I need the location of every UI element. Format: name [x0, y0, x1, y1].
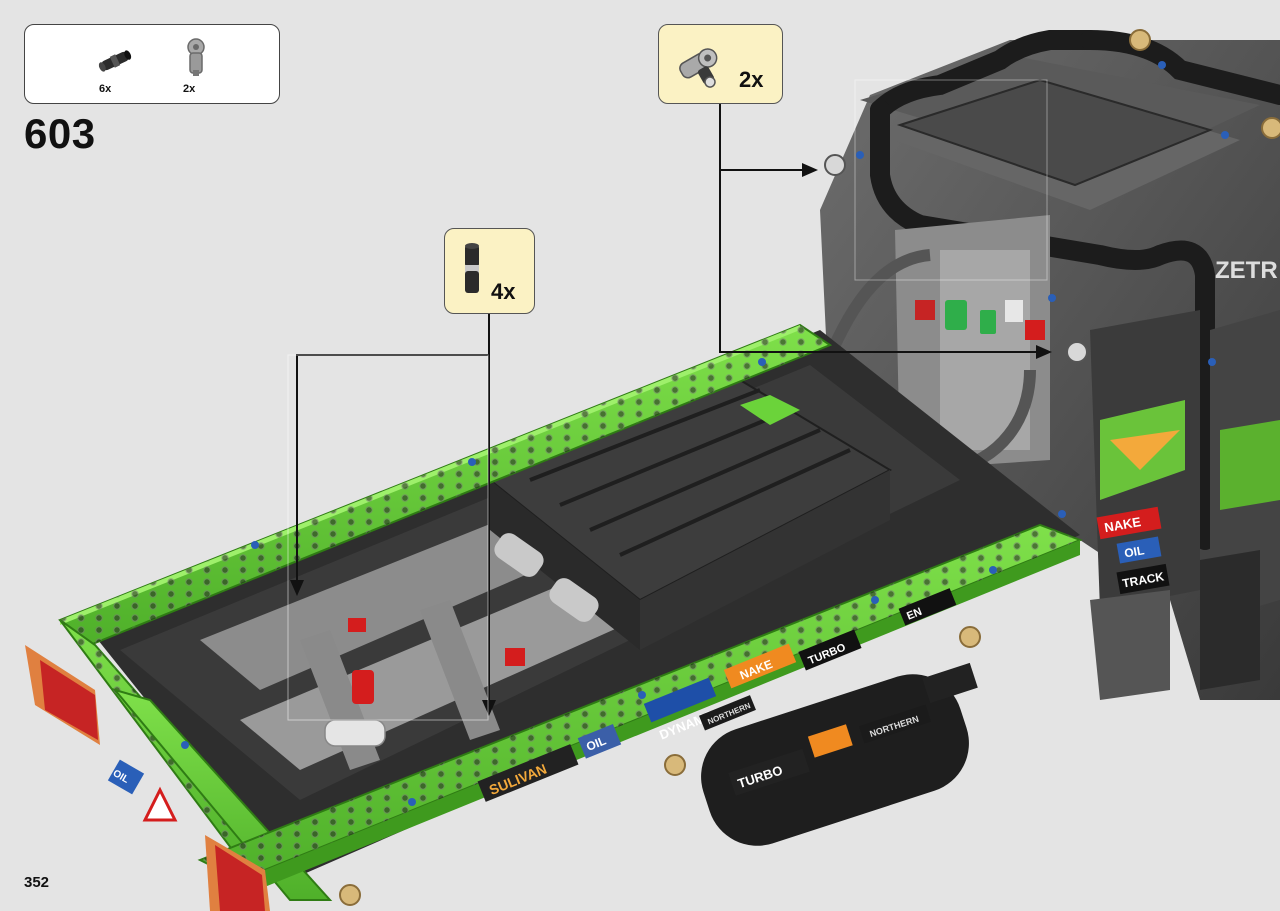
side-stickers: DYNAMO NAKE TURBO SULIVAN OIL TURBO NORT… — [107, 506, 1170, 822]
parts-list-item-2: 2x — [177, 37, 217, 103]
sticker-oil-cab: OIL — [1123, 543, 1145, 560]
placement-hint-box-cab — [854, 79, 1048, 281]
parts-list-item-1: 6x — [95, 43, 135, 103]
angle-connector-callout: 2x — [658, 24, 783, 104]
parts-list-qty-1: 6x — [99, 83, 112, 95]
cab-module: ZETR — [814, 29, 1280, 700]
parts-list-qty-2: 2x — [183, 83, 196, 95]
blue-pins — [181, 61, 1229, 806]
step-number: 603 — [24, 110, 96, 157]
pin-connector-part-icon — [98, 50, 132, 72]
arrow-heads — [290, 163, 1052, 716]
placement-hint-box — [287, 354, 489, 721]
chassis-base — [90, 330, 1080, 906]
pin-connector-callout-qty: 4x — [491, 279, 516, 304]
pin-connector-assembly-icon — [465, 243, 479, 293]
sticker-nake-cab: NAKE — [1103, 514, 1142, 535]
parts-list-callout: 6x 2x — [24, 24, 280, 104]
sticker-oil-side: OIL — [584, 733, 608, 753]
angle-connector-callout-qty: 2x — [739, 67, 764, 92]
sticker-en: EN — [905, 606, 924, 623]
taillights — [25, 645, 270, 911]
angle-connector-part-icon — [187, 38, 205, 76]
pin-connector-callout: 4x — [444, 228, 535, 314]
cab-lettering: ZETR — [1215, 257, 1278, 284]
page-number: 352 — [24, 874, 50, 891]
angle-connector-assembly-icon — [679, 48, 718, 88]
